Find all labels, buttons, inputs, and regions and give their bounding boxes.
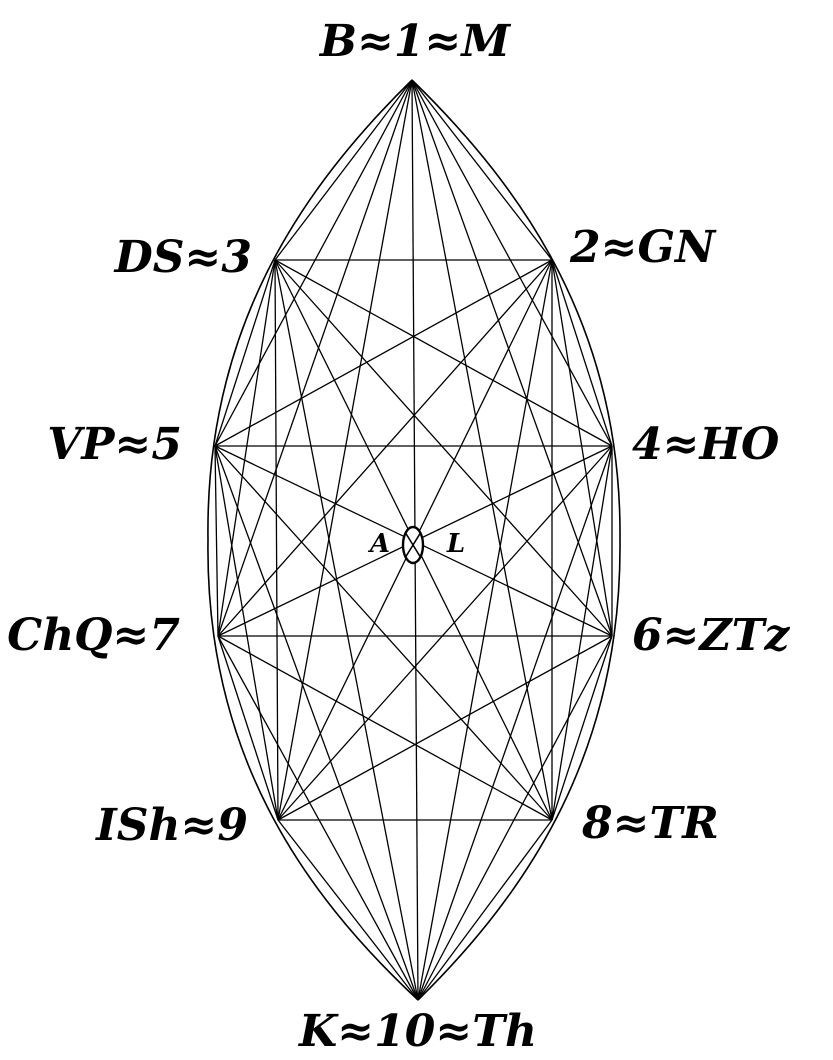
vesica-right-arc bbox=[411, 79, 621, 1001]
edge-3-5 bbox=[214, 259, 276, 447]
node-label-10: K≈10≈Th bbox=[297, 1006, 537, 1057]
edge-1-8 bbox=[411, 79, 553, 821]
edge-4-10 bbox=[417, 445, 613, 1001]
edge-2-5 bbox=[214, 259, 553, 447]
edge-2-7 bbox=[217, 259, 553, 637]
edge-1-4 bbox=[411, 79, 613, 447]
node-label-9: ISh≈9 bbox=[94, 800, 248, 851]
edge-1-5 bbox=[214, 79, 413, 447]
edge-9-10 bbox=[277, 819, 419, 1001]
edge-1-9 bbox=[277, 79, 413, 821]
edge-3-9 bbox=[274, 259, 279, 821]
edge-1-3 bbox=[274, 79, 413, 261]
node-label-3: DS≈3 bbox=[113, 232, 252, 283]
edge-3-6 bbox=[274, 259, 613, 637]
vesica-left-arc bbox=[207, 79, 419, 1001]
edge-4-8 bbox=[551, 445, 613, 821]
edge-5-10 bbox=[214, 445, 419, 1001]
edge-3-4 bbox=[274, 259, 613, 447]
edge-4-9 bbox=[277, 445, 613, 821]
node-label-1: B≈1≈M bbox=[318, 16, 512, 67]
edge-3-7 bbox=[217, 259, 276, 637]
node-labels: B≈1≈M 2≈GN DS≈3 4≈HO VP≈5 6≈ZTz ChQ≈7 8≈… bbox=[7, 16, 790, 1057]
edge-5-8 bbox=[214, 445, 553, 821]
edge-6-8 bbox=[551, 635, 613, 821]
edge-2-10 bbox=[417, 259, 553, 1001]
edge-5-9 bbox=[214, 445, 279, 821]
vesica-outline bbox=[207, 79, 621, 1001]
edge-3-10 bbox=[274, 259, 419, 1001]
center-left-label: A bbox=[367, 529, 390, 559]
node-label-4: 4≈HO bbox=[632, 419, 779, 470]
edge-1-6 bbox=[411, 79, 613, 637]
edge-6-9 bbox=[277, 635, 613, 821]
center-symbol: A L bbox=[367, 525, 465, 565]
edge-6-10 bbox=[417, 635, 613, 1001]
center-cross-line-b bbox=[404, 531, 422, 559]
node-label-5: VP≈5 bbox=[47, 419, 182, 470]
edge-1-2 bbox=[411, 79, 553, 261]
node-label-6: 6≈ZTz bbox=[632, 610, 790, 661]
node-label-8: 8≈TR bbox=[581, 798, 719, 849]
edge-8-10 bbox=[417, 819, 553, 1001]
node-label-7: ChQ≈7 bbox=[7, 610, 180, 661]
edge-2-4 bbox=[551, 259, 613, 447]
edge-7-10 bbox=[217, 635, 419, 1001]
edge-2-6 bbox=[551, 259, 613, 637]
edge-5-7 bbox=[214, 445, 219, 637]
edge-7-9 bbox=[217, 635, 279, 821]
node-label-2: 2≈GN bbox=[569, 222, 717, 273]
edge-7-8 bbox=[217, 635, 553, 821]
center-right-label: L bbox=[446, 529, 465, 559]
